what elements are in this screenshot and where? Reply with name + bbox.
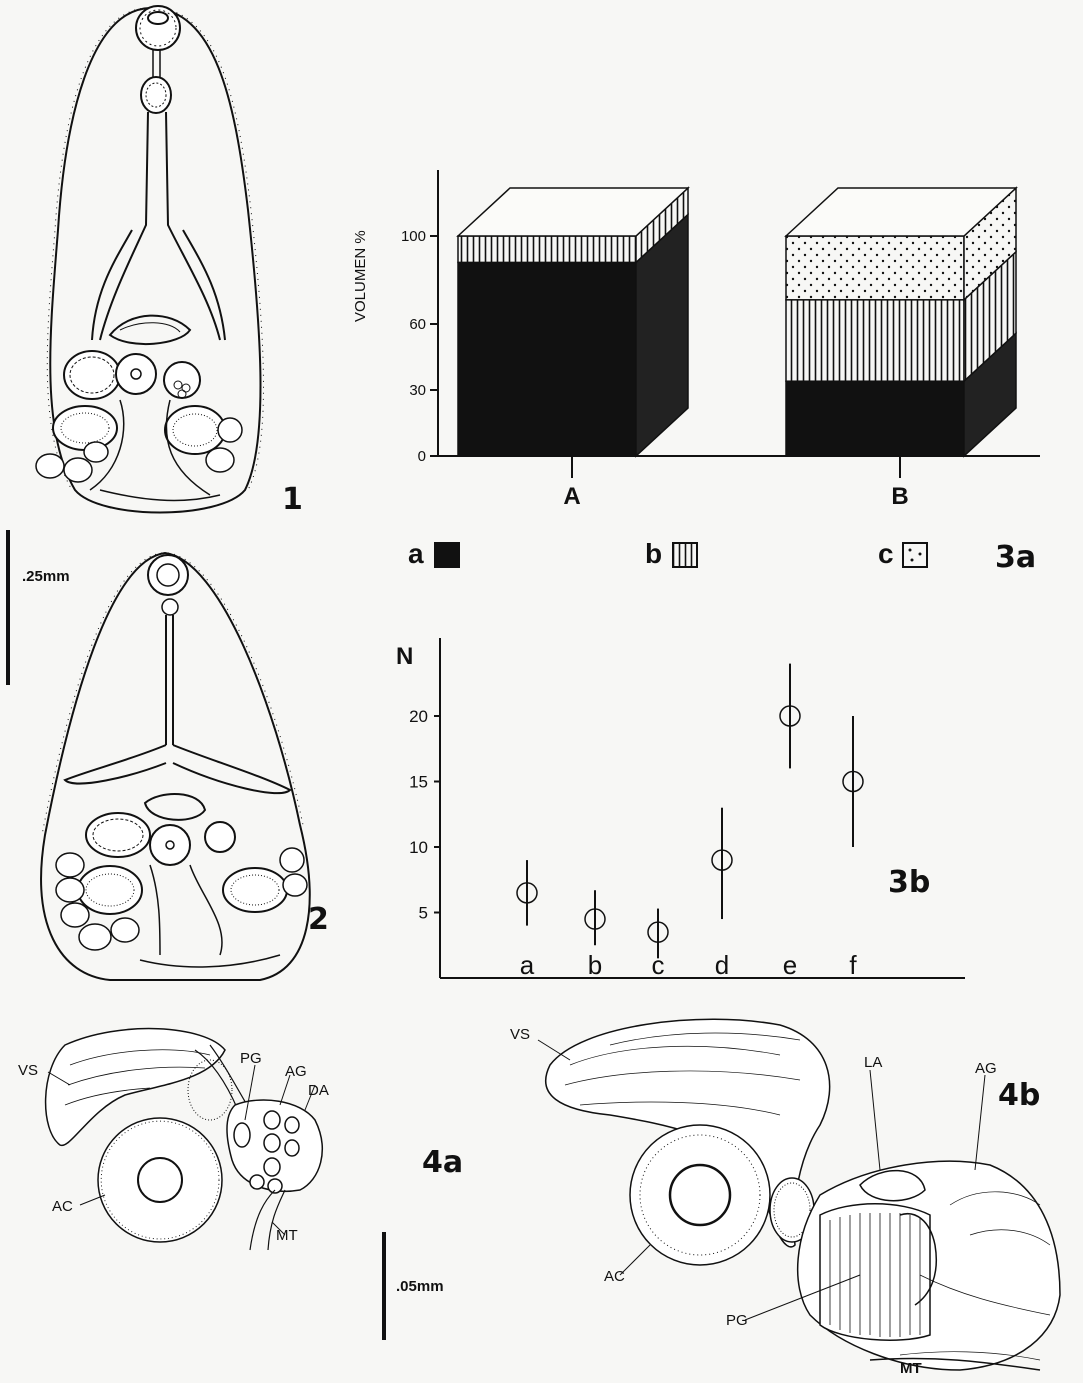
fig3a-ytick-label: 0 xyxy=(418,448,426,465)
fig3b-xtick-label: a xyxy=(520,950,535,980)
fig4b-label-ag: AG xyxy=(975,1060,997,1077)
fig4b-label-ac: AC xyxy=(604,1268,625,1285)
fig3a-bar-B-a xyxy=(786,381,964,456)
fig4a-drawing xyxy=(10,1010,360,1260)
scale-bar-large xyxy=(6,530,10,685)
fig3a-xtick-label: A xyxy=(563,483,580,510)
fig3b-label: 3b xyxy=(888,865,930,900)
fig2-worm-drawing xyxy=(30,545,320,990)
legend-c-label: c xyxy=(878,538,894,570)
fig3a-ytick-label: 100 xyxy=(401,228,426,245)
fig3b-ytick-label: 20 xyxy=(409,707,428,726)
fig4a-label: 4a xyxy=(422,1145,463,1180)
fig3b-xtick-label: e xyxy=(783,950,797,980)
fig4b-label: 4b xyxy=(998,1078,1040,1113)
scale-bar-small xyxy=(382,1232,386,1340)
legend-a-label: a xyxy=(408,538,424,570)
legend-c-swatch xyxy=(902,542,928,568)
fig3b-xtick-label: f xyxy=(849,950,857,980)
fig3a-xtick-label: B xyxy=(891,483,908,510)
fig3a-bar-A-a xyxy=(458,262,636,456)
fig4b-label-pg: PG xyxy=(726,1312,748,1329)
fig3b-ytick-label: 5 xyxy=(419,904,428,923)
fig3b-ytick-label: 15 xyxy=(409,773,428,792)
legend-b-swatch xyxy=(672,542,698,568)
fig1-worm-drawing xyxy=(20,0,290,525)
fig3a-ytick-label: 30 xyxy=(409,382,426,399)
fig3b-xtick-label: c xyxy=(652,950,665,980)
fig4a-label-mt: MT xyxy=(276,1227,298,1244)
fig3a-stacked-bar-chart: 0 30 60 100 A B xyxy=(340,150,1060,520)
legend-b-label: b xyxy=(645,538,662,570)
fig3b-ytick-label: 10 xyxy=(409,838,428,857)
fig3b-mean-range-plot: 5 10 15 20 a b c d e f xyxy=(390,630,980,990)
fig4a-label-ag: AG xyxy=(285,1063,307,1080)
scale-bar-small-label: .05mm xyxy=(396,1278,444,1295)
fig4a-label-vs: VS xyxy=(18,1062,38,1079)
fig3b-xtick-label: d xyxy=(715,950,729,980)
fig2-label: 2 xyxy=(308,902,329,937)
fig4b-label-mt: MT xyxy=(900,1360,922,1377)
fig3a-bar-A-b xyxy=(458,236,636,262)
fig1-label: 1 xyxy=(282,482,303,517)
fig3b-xtick-label: b xyxy=(588,950,602,980)
legend-a-swatch xyxy=(434,542,460,568)
fig4b-label-la: LA xyxy=(864,1054,882,1071)
fig3a-ylabel: VOLUMEN % xyxy=(352,230,369,322)
fig4a-label-da: DA xyxy=(308,1082,329,1099)
fig3a-label: 3a xyxy=(995,540,1036,575)
fig4a-label-ac: AC xyxy=(52,1198,73,1215)
fig4b-label-vs: VS xyxy=(510,1026,530,1043)
fig3a-ytick-label: 60 xyxy=(409,316,426,333)
fig3a-bar-B-c xyxy=(786,236,964,300)
fig4a-label-pg: PG xyxy=(240,1050,262,1067)
fig3a-bar-B-b xyxy=(786,300,964,381)
fig3b-ylabel: N xyxy=(396,643,413,671)
